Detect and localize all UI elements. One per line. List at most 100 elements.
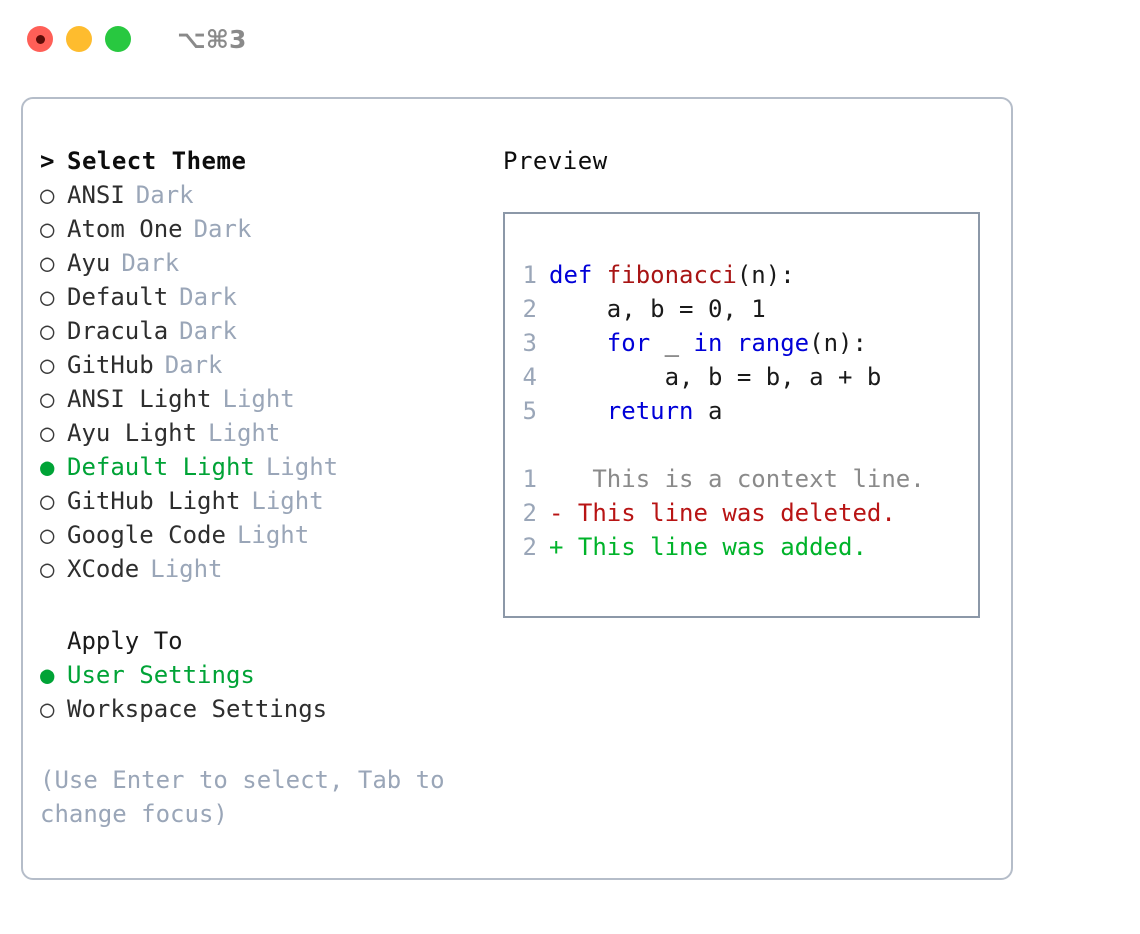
code-text: a, b = b, a + b — [549, 360, 882, 394]
theme-name-label: Default Light — [67, 453, 255, 481]
code-token-plain — [549, 397, 607, 425]
theme-variant-tag: Dark — [179, 317, 237, 345]
line-number: 3 — [522, 329, 537, 357]
theme-name-label: ANSI — [67, 181, 125, 209]
theme-name-label: GitHub — [67, 351, 154, 379]
minimize-button[interactable] — [66, 26, 92, 52]
code-text: def fibonacci(n): — [549, 258, 795, 292]
diff-text: This is a context line. — [563, 465, 925, 493]
apply-to-label: Workspace Settings — [67, 695, 328, 723]
theme-variant-tag: Light — [251, 487, 324, 515]
diff-sample: 1 This is a context line.2- This line wa… — [505, 462, 978, 564]
radio-unselected-icon: ○ — [40, 385, 55, 413]
theme-variant-tag: Light — [222, 385, 295, 413]
theme-variant-tag: Dark — [179, 283, 237, 311]
theme-name-label: Google Code — [67, 521, 226, 549]
code-token-kw: return — [606, 397, 694, 425]
title-bar: ⌥⌘3 — [0, 0, 1140, 78]
code-token-kw: range — [736, 329, 810, 357]
radio-unselected-icon: ○ — [40, 283, 55, 311]
code-token-plain: (n): — [809, 329, 867, 357]
code-token-fn: fibonacci — [606, 261, 737, 289]
apply-to-list: ● User Settings ○Workspace Settings — [40, 661, 493, 729]
diff-marker — [549, 462, 563, 496]
radio-unselected-icon: ○ — [40, 351, 55, 379]
code-token-kw: for — [606, 329, 651, 357]
theme-variant-tag: Dark — [135, 181, 194, 209]
keyboard-hint-text: (Use Enter to select, Tab to change focu… — [40, 766, 445, 828]
code-text: return a — [549, 394, 723, 428]
section-spacer — [40, 589, 493, 627]
code-text: for _ in range(n): — [549, 326, 867, 360]
diff-marker: + — [549, 533, 564, 561]
code-diff-spacer — [505, 428, 978, 462]
code-token-plain: a, b = b, a + b — [549, 363, 882, 391]
line-number: 1 — [522, 261, 537, 289]
recording-indicator-icon — [35, 34, 45, 44]
line-number: 5 — [522, 397, 537, 425]
theme-name-label: ANSI Light — [67, 385, 212, 413]
code-line: 5 return a — [505, 394, 978, 428]
theme-name-label: Ayu — [67, 249, 111, 277]
maximize-button[interactable] — [105, 26, 131, 52]
theme-name-label: XCode — [67, 555, 140, 583]
apply-to-header-label: Apply To — [67, 627, 183, 655]
theme-variant-tag: Dark — [193, 215, 252, 243]
code-line: 4 a, b = b, a + b — [505, 360, 978, 394]
theme-variant-tag: Light — [236, 521, 310, 549]
apply-to-label: User Settings — [67, 661, 255, 689]
select-theme-header-label: Select Theme — [67, 147, 247, 175]
line-number: 4 — [522, 363, 537, 391]
radio-unselected-icon: ○ — [40, 215, 55, 243]
apply-to-item[interactable]: ● User Settings — [40, 661, 493, 695]
theme-list-item[interactable]: ○ Dracula Dark — [40, 317, 493, 351]
theme-list-item[interactable]: ○ ANSI Light Light — [40, 385, 493, 419]
theme-list-item[interactable]: ○ XCode Light — [40, 555, 493, 589]
diff-line: 2+ This line was added. — [505, 530, 978, 564]
code-token-plain: a — [693, 397, 723, 425]
theme-list-item[interactable]: ○ Atom One Dark — [40, 215, 493, 249]
diff-line: 2- This line was deleted. — [505, 496, 978, 530]
code-token-plain — [722, 329, 736, 357]
theme-list-item[interactable]: ○ Google Code Light — [40, 521, 493, 555]
radio-unselected-icon: ○ — [40, 521, 55, 549]
theme-name-label: Dracula — [67, 317, 169, 345]
radio-unselected-icon: ○ — [40, 249, 55, 277]
preview-title: Preview — [503, 147, 608, 175]
code-token-plain: _ — [650, 329, 694, 357]
theme-name-label: Atom One — [67, 215, 183, 243]
theme-list-item[interactable]: ○ ANSI Dark — [40, 181, 493, 215]
theme-variant-tag: Dark — [164, 351, 223, 379]
line-number: 2 — [522, 533, 537, 561]
apply-to-item[interactable]: ○Workspace Settings — [40, 695, 493, 729]
line-number: 2 — [522, 499, 537, 527]
radio-unselected-icon: ○ — [40, 317, 55, 345]
radio-unselected-icon: ○ — [40, 181, 55, 209]
theme-list-item[interactable]: ○ GitHub Dark — [40, 351, 493, 385]
bullet-placeholder-icon: ○ — [40, 629, 67, 653]
code-token-plain — [549, 329, 607, 357]
diff-line: 1 This is a context line. — [505, 462, 978, 496]
code-token-kw: in — [693, 329, 723, 357]
radio-unselected-icon: ○ — [40, 555, 55, 583]
radio-selected-icon: ● — [40, 661, 55, 689]
line-number: 2 — [522, 295, 537, 323]
radio-unselected-icon: ○ — [40, 487, 55, 515]
apply-to-header: ○ Apply To — [40, 627, 493, 661]
code-token-kw: def — [549, 261, 607, 289]
code-text: a, b = 0, 1 — [549, 292, 766, 326]
theme-variant-tag: Light — [150, 555, 223, 583]
close-button[interactable] — [27, 26, 53, 52]
code-line: 3 for _ in range(n): — [505, 326, 978, 360]
radio-unselected-icon: ○ — [40, 419, 55, 447]
